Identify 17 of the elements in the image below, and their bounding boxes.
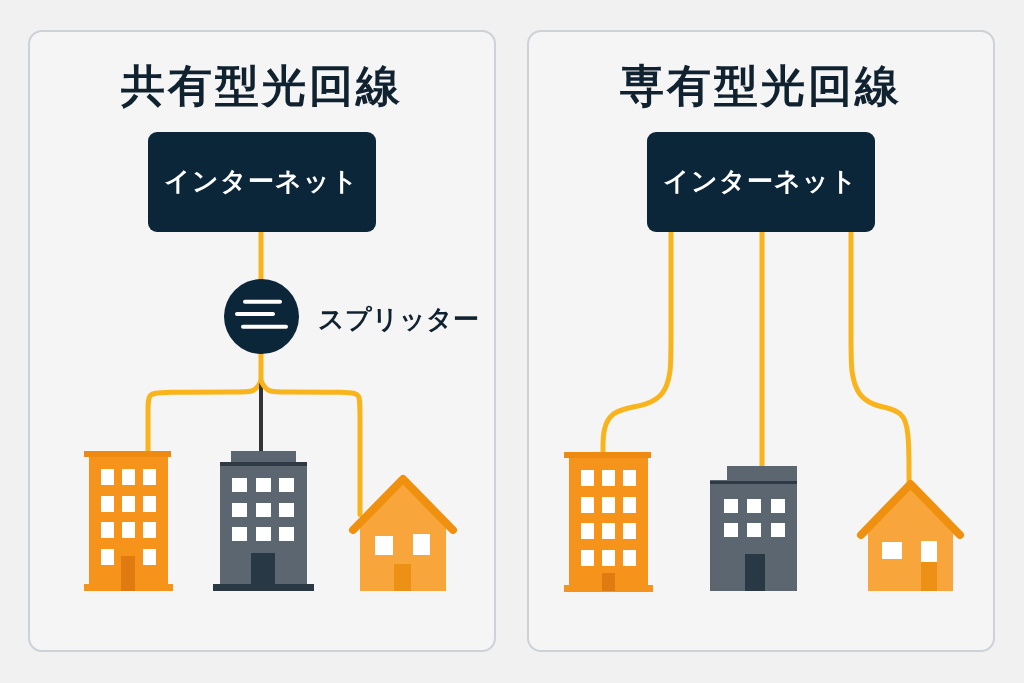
office-building-icon (709, 465, 797, 591)
panel (28, 30, 496, 652)
panel-title: 専有型光回線 (619, 59, 903, 113)
panel-title: 共有型光回線 (120, 59, 404, 113)
cable-line (759, 229, 765, 468)
splitter-icon (223, 278, 299, 354)
node-box: インターネット (147, 131, 376, 232)
house-icon (347, 473, 458, 591)
node-box: インターネット (646, 131, 875, 232)
panel (527, 30, 995, 652)
cable-line (600, 229, 674, 454)
cable-line (258, 229, 264, 281)
apartment-building-icon (83, 450, 173, 591)
office-building-icon (212, 450, 314, 591)
apartment-building-icon (563, 451, 653, 591)
node-caption: スプリッター (317, 302, 479, 336)
house-icon (855, 478, 965, 591)
